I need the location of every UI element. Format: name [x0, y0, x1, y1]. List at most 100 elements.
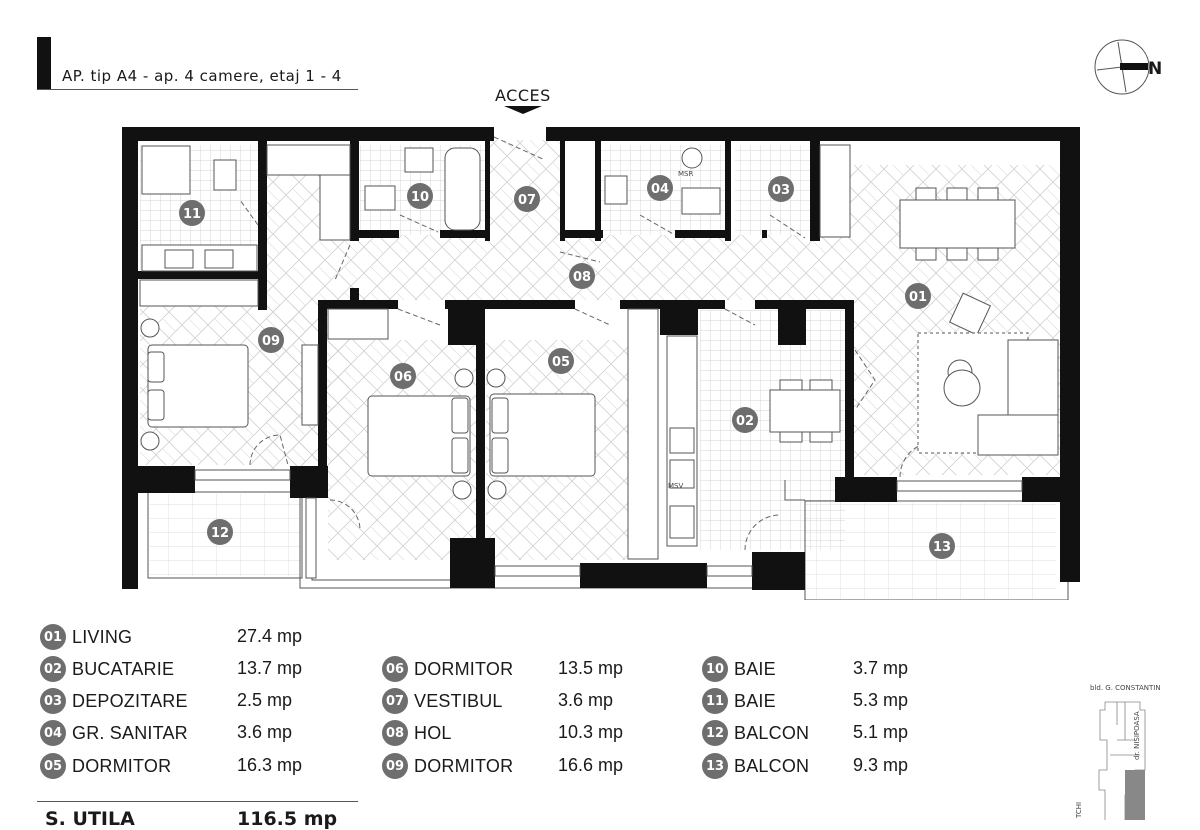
legend-room-name: DORMITOR	[72, 755, 172, 776]
legend-room-name: DORMITOR	[414, 755, 514, 776]
legend-badge: 08	[382, 720, 408, 746]
legend-room-name: BAIE	[734, 690, 776, 711]
svg-text:01: 01	[909, 290, 927, 305]
legend-room-area: 16.3 mp	[237, 755, 303, 775]
room-badge-08: 08	[569, 263, 595, 289]
legend-room-area: 9.3 mp	[853, 755, 909, 775]
room-badge-04: 04	[647, 175, 673, 201]
legend-room-name: BAIE	[734, 658, 776, 679]
access-label: ACCES	[495, 86, 551, 105]
doors	[239, 136, 936, 551]
floor-plan: 11 10 07 04 03 08 01 09 06 05 02 12 13 M…	[122, 39, 1150, 600]
access-arrow-icon	[504, 106, 542, 114]
legend-item-04: 04 GR. SANITAR	[40, 720, 188, 746]
room-badge-06: 06	[390, 363, 416, 389]
legend-badge: 13	[702, 753, 728, 779]
room-badge-01: 01	[905, 283, 931, 309]
windows	[194, 469, 1023, 579]
legend-room-name: BALCON	[734, 755, 810, 776]
room-badge-03: 03	[768, 176, 794, 202]
legend-badge: 01	[40, 624, 66, 650]
svg-text:12: 12	[211, 526, 229, 541]
total-rule	[37, 801, 358, 802]
legend-room-area: 13.7 mp	[237, 658, 303, 678]
legend-room-area: 3.6 mp	[558, 690, 614, 710]
fridge-mark: MSV	[668, 482, 683, 490]
legend-badge: 02	[40, 656, 66, 682]
legend-item-11: 11 BAIE	[702, 688, 776, 714]
legend-item-12: 12 BALCON	[702, 720, 809, 746]
svg-text:02: 02	[736, 414, 754, 429]
site-plan-highlight	[1125, 770, 1145, 820]
legend-room-area: 16.6 mp	[558, 755, 624, 775]
svg-text:10: 10	[411, 190, 429, 205]
legend-item-02: 02 BUCATARIE	[40, 656, 174, 682]
svg-text:05: 05	[552, 355, 570, 370]
svg-text:06: 06	[394, 370, 412, 385]
room-badge-07: 07	[514, 186, 540, 212]
room-badge-11: 11	[179, 200, 205, 226]
legend-room-area: 13.5 mp	[558, 658, 624, 678]
svg-text:03: 03	[772, 183, 790, 198]
legend-room-name: DEPOZITARE	[72, 690, 188, 711]
walls	[122, 127, 1080, 590]
furniture	[139, 144, 1059, 560]
legend-badge: 11	[702, 688, 728, 714]
legend-room-name: DORMITOR	[414, 658, 514, 679]
site-plan-thumbnail	[1098, 701, 1146, 820]
legend-room-area: 5.3 mp	[853, 690, 909, 710]
legend-badge: 04	[40, 720, 66, 746]
room-badge-05: 05	[548, 348, 574, 374]
legend-item-06: 06 DORMITOR	[382, 656, 513, 682]
legend-item-03: 03 DEPOZITARE	[40, 688, 188, 714]
north-compass-icon	[1094, 39, 1150, 95]
north-label: N	[1148, 59, 1163, 79]
legend-badge: 05	[40, 753, 66, 779]
legend-badge: 09	[382, 753, 408, 779]
room-badge-10: 10	[407, 183, 433, 209]
svg-text:07: 07	[518, 193, 536, 208]
legend-room-area: 2.5 mp	[237, 690, 293, 710]
wc-mark: MSR	[678, 170, 693, 178]
legend-item-10: 10 BAIE	[702, 656, 776, 682]
total-label: S. UTILA	[45, 808, 135, 830]
svg-text:04: 04	[651, 182, 669, 197]
room-badge-02: 02	[732, 407, 758, 433]
total-value: 116.5 mp	[237, 808, 338, 830]
room-badges: 11 10 07 04 03 08 01 09 06 05 02 12 13	[179, 175, 955, 559]
legend-badge: 03	[40, 688, 66, 714]
svg-text:09: 09	[262, 334, 280, 349]
title-bar	[37, 37, 51, 89]
legend-room-area: 3.7 mp	[853, 658, 909, 678]
legend-item-07: 07 VESTIBUL	[382, 688, 503, 714]
room-badge-13: 13	[929, 533, 955, 559]
room-badge-12: 12	[207, 519, 233, 545]
legend-room-name: BALCON	[734, 722, 810, 743]
legend-room-area: 3.6 mp	[237, 722, 293, 742]
legend-room-name: VESTIBUL	[414, 690, 503, 711]
legend-item-09: 09 DORMITOR	[382, 753, 513, 779]
legend-badge: 06	[382, 656, 408, 682]
svg-text:08: 08	[573, 270, 591, 285]
legend-room-name: BUCATARIE	[72, 658, 175, 679]
legend-room-area: 10.3 mp	[558, 722, 624, 742]
legend-item-13: 13 BALCON	[702, 753, 809, 779]
legend-item-01: 01 LIVING	[40, 624, 132, 650]
site-plan-street-left: TCHI	[1075, 801, 1083, 818]
legend-badge: 12	[702, 720, 728, 746]
site-plan-street-right: dr. NISIPOASA	[1133, 711, 1141, 760]
site-plan-street-top: bld. G. CONSTANTIN	[1090, 684, 1161, 692]
svg-text:13: 13	[933, 540, 951, 555]
legend-room-area: 27.4 mp	[237, 626, 303, 646]
page-title: AP. tip A4 - ap. 4 camere, etaj 1 - 4	[62, 67, 342, 85]
svg-text:11: 11	[183, 207, 201, 222]
legend-room-area: 5.1 mp	[853, 722, 909, 742]
legend-room-name: HOL	[414, 722, 452, 743]
legend-room-name: GR. SANITAR	[72, 722, 188, 743]
legend-item-08: 08 HOL	[382, 720, 452, 746]
legend-room-name: LIVING	[72, 626, 133, 647]
legend-badge: 07	[382, 688, 408, 714]
legend-badge: 10	[702, 656, 728, 682]
legend-item-05: 05 DORMITOR	[40, 753, 171, 779]
title-rule	[37, 89, 358, 90]
